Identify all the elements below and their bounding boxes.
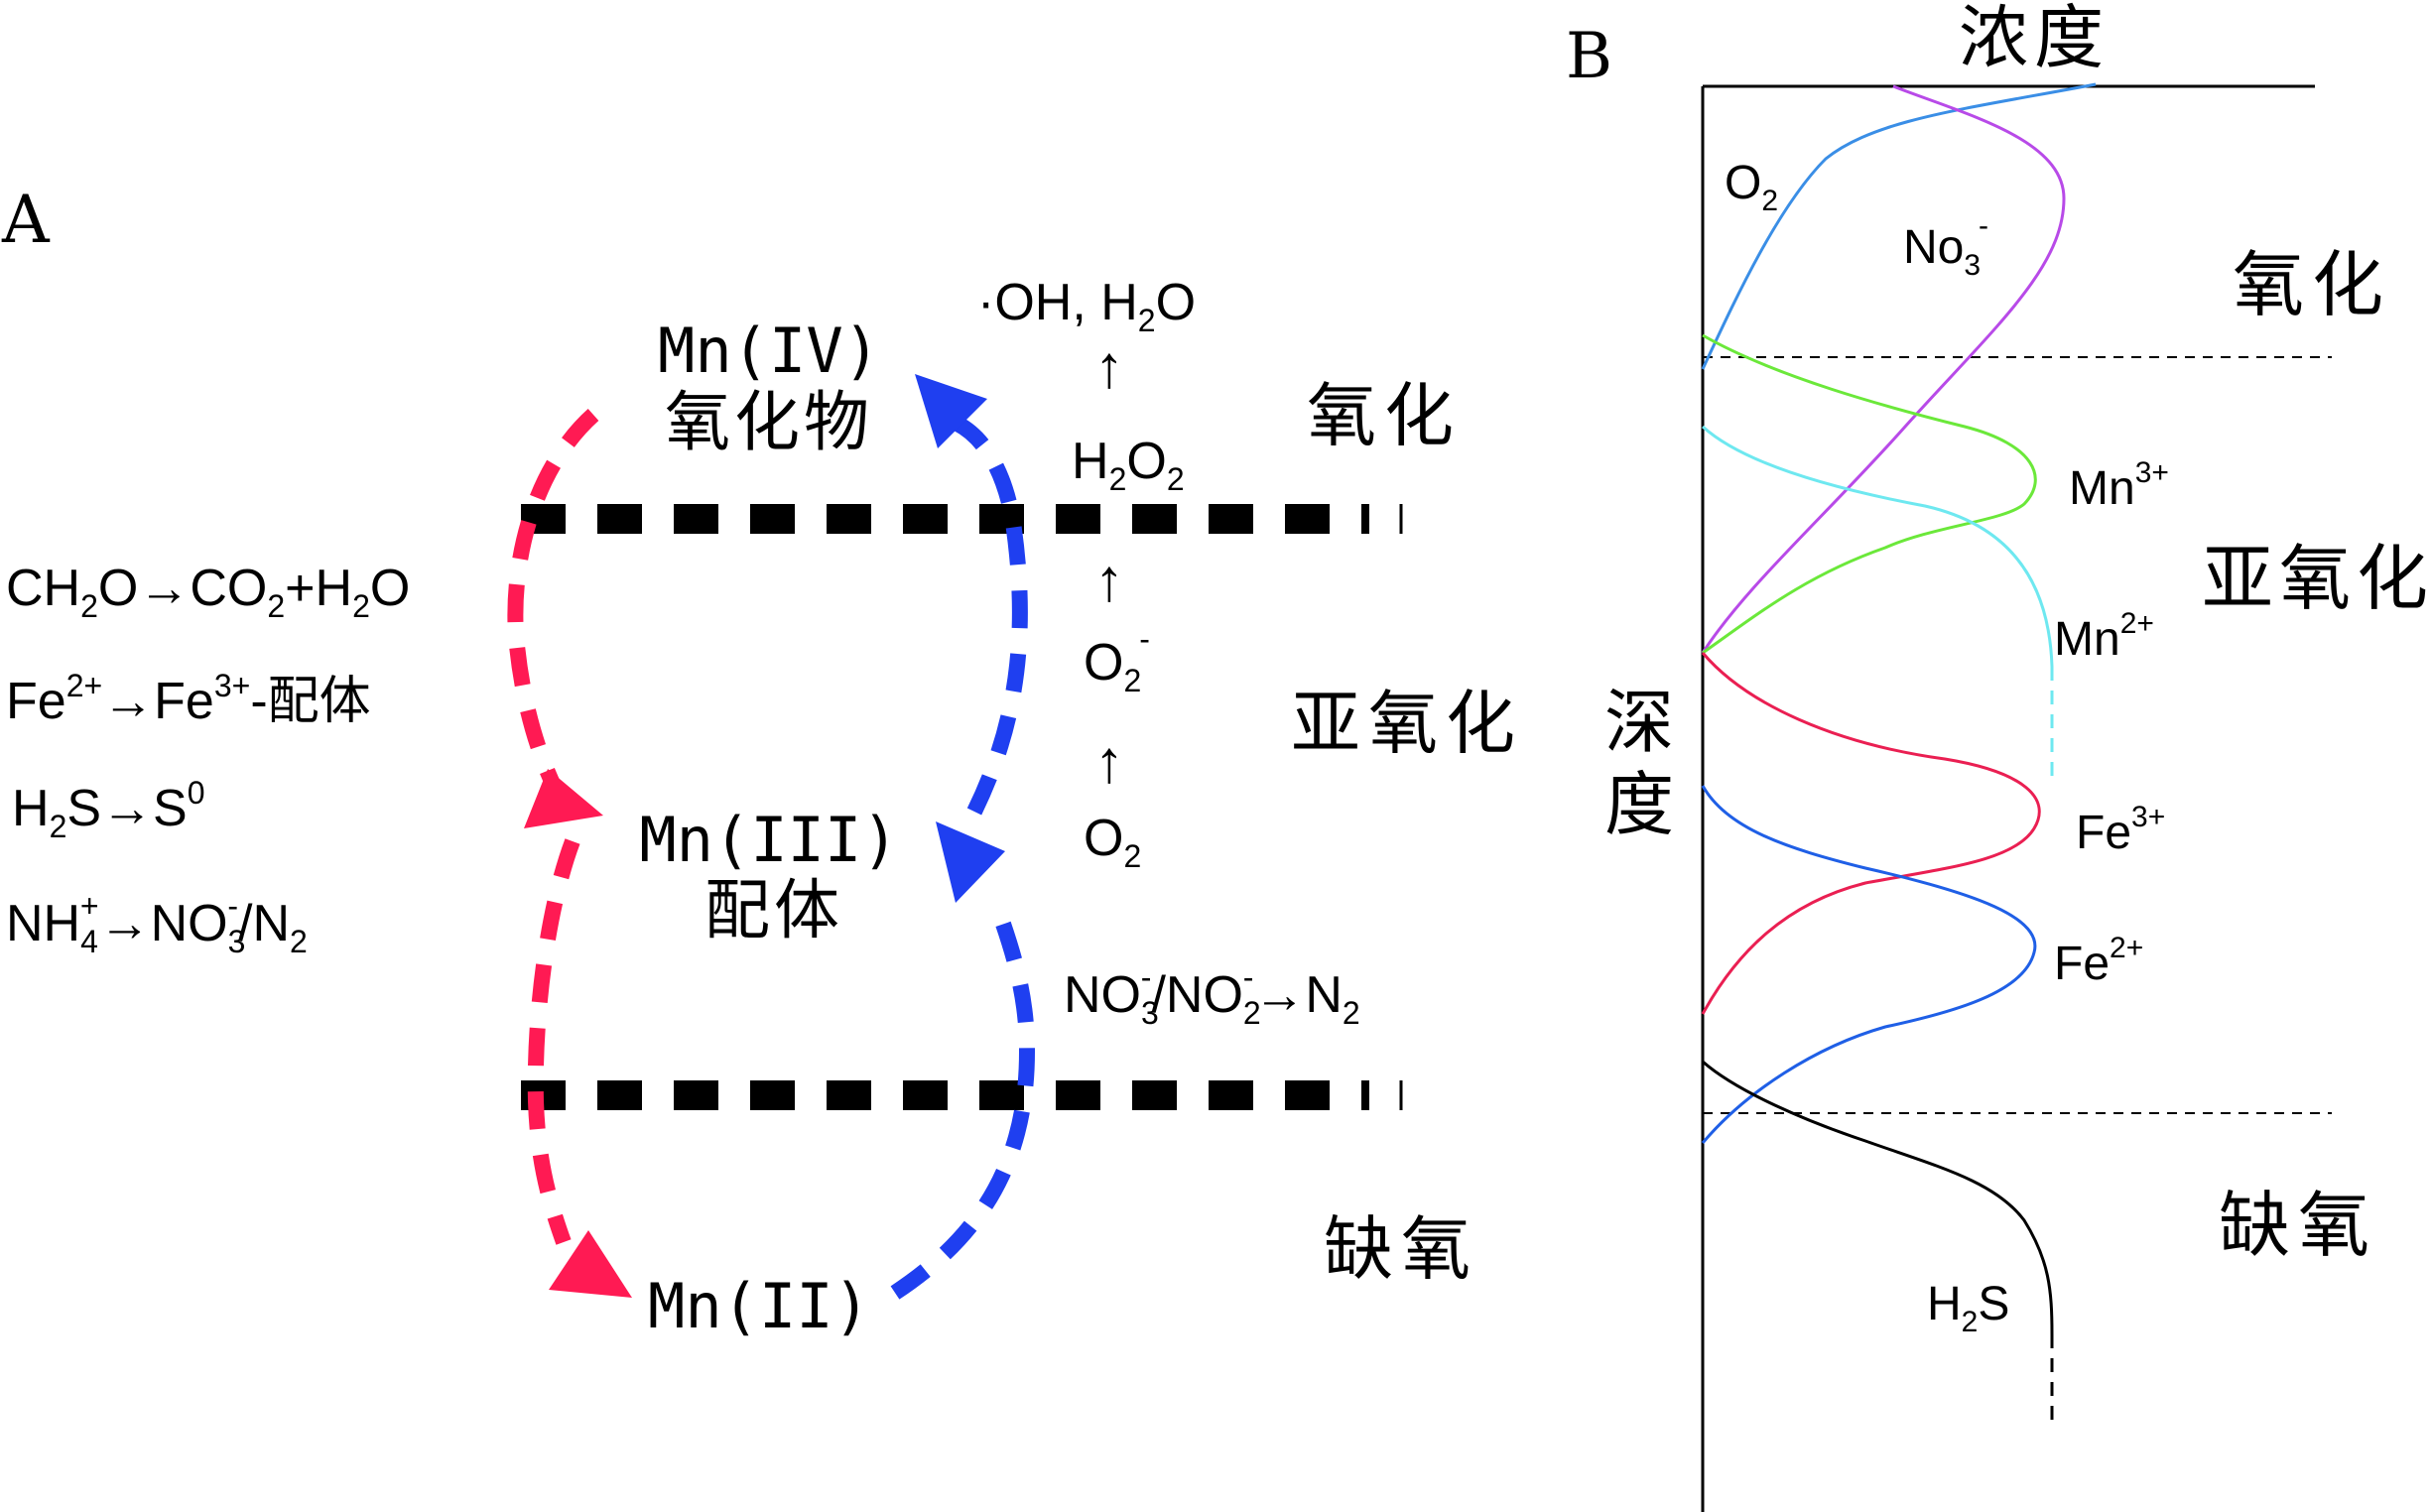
zone-label-anoxic: 缺氧	[1324, 1210, 1478, 1288]
hydrogen-peroxide-label: H2O2	[1072, 433, 1185, 497]
panel-b-label: B	[1566, 20, 1612, 93]
mn3-curve-label: Mn3+	[2069, 456, 2169, 515]
reaction-ammonium: NH4+→NO3-/N2	[6, 888, 308, 959]
oxygen-label: O2	[1084, 810, 1141, 874]
mn2-label: Mn(II)	[648, 1270, 870, 1342]
hydroxyl-water-label: ·OH, H2O	[977, 274, 1196, 338]
fe2-profile-curve	[1701, 785, 2037, 1144]
reduction-pathway	[507, 409, 632, 1298]
superoxide-label: O2-	[1084, 621, 1150, 698]
oxidation-pathway	[890, 374, 1036, 1300]
panel-a: A 氧化 亚氧化 缺氧 Mn(IV) 氧化物 Mn(III) 配体 Mn(II)	[1, 182, 1523, 1342]
reaction-sulfide: H2S→S0	[12, 775, 205, 844]
oxidation-reaction-list: CH2O→CO2+H2O Fe2+→Fe3+-配体 H2S→S0 NH4+→NO…	[6, 560, 410, 959]
o2-curve-label: O2	[1725, 157, 1778, 217]
denitrification-label: NO3-/NO2-→N2	[1064, 959, 1360, 1031]
reaction-iron: Fe2+→Fe3+-配体	[6, 668, 371, 730]
zone-label-suboxic: 亚氧化	[1291, 685, 1523, 762]
fe3-curve-label: Fe3+	[2076, 801, 2165, 859]
reaction-organic-carbon: CH2O→CO2+H2O	[6, 560, 410, 624]
oxidation-arrow-mn3-to-mn4	[953, 416, 1028, 816]
panel-a-label: A	[1, 182, 51, 258]
reduction-arrowhead-mn3	[524, 769, 603, 828]
mn3-label: Mn(III)	[639, 804, 898, 876]
mn3-ligand-label: 配体	[704, 873, 843, 946]
depth-axis-label-1: 深	[1604, 684, 1674, 761]
zone-label-suboxic-b: 亚氧化	[2202, 540, 2432, 619]
mn2-curve-label: Mn2+	[2054, 607, 2154, 666]
mn4-label: Mn(IV)	[658, 315, 880, 387]
chain-up-arrow: ↑	[1094, 547, 1124, 613]
fe3-profile-curve	[1701, 652, 2041, 1015]
o2-profile-curve	[1701, 82, 2097, 370]
zone-label-oxic-b: 氧化	[2233, 246, 2391, 325]
reduction-arrow-mn3-to-mn2	[527, 838, 580, 1245]
profile-curve-labels: O2 No3- Mn3+ Mn2+ Fe3+ Fe2+ H2S	[1725, 157, 2169, 1338]
chain-up-arrow: ↑	[1094, 728, 1124, 795]
concentration-axis-label: 浓度	[1959, 0, 2110, 76]
mn4-oxide-label: 氧化物	[665, 385, 873, 458]
oxidation-arrowhead-mn4	[915, 374, 987, 448]
panel-b: B 浓度 深 度 氧化 亚氧化 缺氧 O2 No3- Mn3+ Mn2+ Fe3…	[1566, 0, 2432, 1512]
mn2-profile-curve	[1701, 425, 2054, 668]
no3-profile-curve	[1701, 84, 2066, 654]
mn3-profile-curve	[1702, 333, 2037, 655]
no3-curve-label: No3-	[1903, 209, 1988, 282]
zone-label-anoxic-b: 缺氧	[2219, 1187, 2377, 1266]
reduction-arrowhead-mn2	[549, 1230, 632, 1298]
oxygen-chain: ·OH, H2O ↑ H2O2 ↑ O2- ↑ O2	[977, 274, 1196, 874]
depth-axis-label-2: 度	[1604, 766, 1674, 843]
h2s-profile-curve	[1702, 1060, 2054, 1335]
oxidation-arrow-mn2-to-mn3	[890, 907, 1036, 1300]
reduction-arrow-mn4-to-mn3	[507, 409, 599, 808]
chain-up-arrow: ↑	[1094, 333, 1124, 400]
oxidation-arrowhead-mn3	[936, 821, 1005, 903]
zone-label-oxic: 氧化	[1307, 377, 1462, 454]
h2s-curve-label: H2S	[1927, 1278, 2009, 1338]
fe2-curve-label: Fe2+	[2054, 932, 2143, 990]
